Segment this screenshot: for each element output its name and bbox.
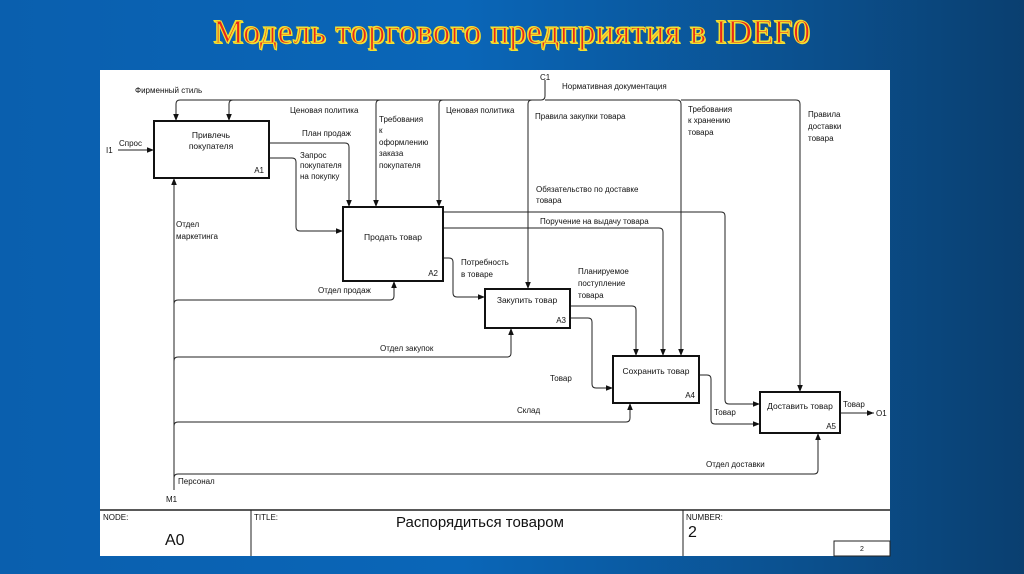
arrow-labels: Спрос Фирменный стиль Ценовая политика Ц… xyxy=(119,82,865,486)
activity-box-a5[interactable]: Доставить товар A5 xyxy=(759,391,841,434)
diagram-title: Распорядиться товаром xyxy=(396,514,564,531)
label-delivery-dept: Отдел доставки xyxy=(706,460,765,469)
tunnel-m1: M1 xyxy=(166,495,178,504)
box-label: Сохранить товар xyxy=(623,366,690,376)
label-storage-requirements: Требования xyxy=(688,105,732,114)
label-purchase-dept: Отдел закупок xyxy=(380,344,434,353)
label-storage-requirements: товара xyxy=(688,128,714,137)
mechanism-arrows xyxy=(171,178,821,490)
label-delivery-obligation: товара xyxy=(536,196,562,205)
tunnel-c1: C1 xyxy=(540,73,551,82)
label-storage-requirements: к хранению xyxy=(688,116,730,125)
box-label: покупателя xyxy=(189,141,234,151)
box-label: Закупить товар xyxy=(497,295,558,305)
label-marketing: маркетинга xyxy=(176,232,218,241)
number-label: NUMBER: xyxy=(686,513,723,522)
label-issue-order: Поручение на выдачу товара xyxy=(540,217,649,226)
label-delivery-rules: товара xyxy=(808,134,834,143)
label-order-requirements: заказа xyxy=(379,149,404,158)
label-goods: Товар xyxy=(550,374,572,383)
box-label: Продать товар xyxy=(364,232,422,242)
label-sales-plan: План продаж xyxy=(302,129,352,138)
label-customer-request: Запрос xyxy=(300,151,327,160)
number-value: 2 xyxy=(688,524,697,541)
activity-box-a4[interactable]: Сохранить товар A4 xyxy=(612,355,700,404)
node-label: NODE: xyxy=(103,513,128,522)
label-goods-need: в товаре xyxy=(461,270,494,279)
slide-title: Модель торгового предприятия в IDEF0 xyxy=(213,14,811,52)
label-firm-style: Фирменный стиль xyxy=(135,86,202,95)
node-value: A0 xyxy=(165,532,185,549)
label-spros: Спрос xyxy=(119,139,142,148)
label-planned-receipt: товара xyxy=(578,291,604,300)
label-customer-request: покупателя xyxy=(300,161,342,170)
flow-arrows xyxy=(118,142,874,427)
box-label: Привлечь xyxy=(192,130,231,140)
label-norm-docs: Нормативная документация xyxy=(562,82,667,91)
label-price-policy: Ценовая политика xyxy=(446,106,515,115)
box-label: Доставить товар xyxy=(767,401,833,411)
box-id: A2 xyxy=(428,269,438,278)
tunnel-o1: O1 xyxy=(876,409,887,418)
label-planned-receipt: поступление xyxy=(578,279,626,288)
label-goods: Товар xyxy=(714,408,736,417)
label-marketing: Отдел xyxy=(176,220,199,229)
label-warehouse: Склад xyxy=(517,406,540,415)
label-personnel: Персонал xyxy=(178,477,215,486)
label-purchase-rules: Правила закупки товара xyxy=(535,112,626,121)
label-delivery-obligation: Обязательство по доставке xyxy=(536,185,639,194)
activity-box-a3[interactable]: Закупить товар A3 xyxy=(484,288,571,329)
activity-box-a2[interactable]: Продать товар A2 xyxy=(342,206,444,282)
box-id: A4 xyxy=(685,391,695,400)
label-sales-dept: Отдел продаж xyxy=(318,286,372,295)
tunnel-i1: I1 xyxy=(106,146,113,155)
page-number: 2 xyxy=(860,546,864,553)
label-price-policy: Ценовая политика xyxy=(290,106,359,115)
label-delivery-rules: доставки xyxy=(808,122,841,131)
activity-box-a1[interactable]: Привлечь покупателя A1 xyxy=(153,120,270,179)
label-goods-out: Товар xyxy=(843,400,865,409)
label-delivery-rules: Правила xyxy=(808,110,841,119)
box-id: A1 xyxy=(254,166,264,175)
label-planned-receipt: Планируемое xyxy=(578,267,629,276)
title-block: NODE: A0 TITLE: Распорядиться товаром NU… xyxy=(100,509,891,557)
label-order-requirements: покупателя xyxy=(379,161,421,170)
label-goods-need: Потребность xyxy=(461,258,509,267)
label-order-requirements: к xyxy=(379,126,383,135)
box-id: A3 xyxy=(556,316,566,325)
label-order-requirements: оформлению xyxy=(379,138,428,147)
control-arrows xyxy=(173,80,803,392)
title-label: TITLE: xyxy=(254,513,278,522)
box-id: A5 xyxy=(826,422,836,431)
label-customer-request: на покупку xyxy=(300,172,339,181)
label-order-requirements: Требования xyxy=(379,115,423,124)
